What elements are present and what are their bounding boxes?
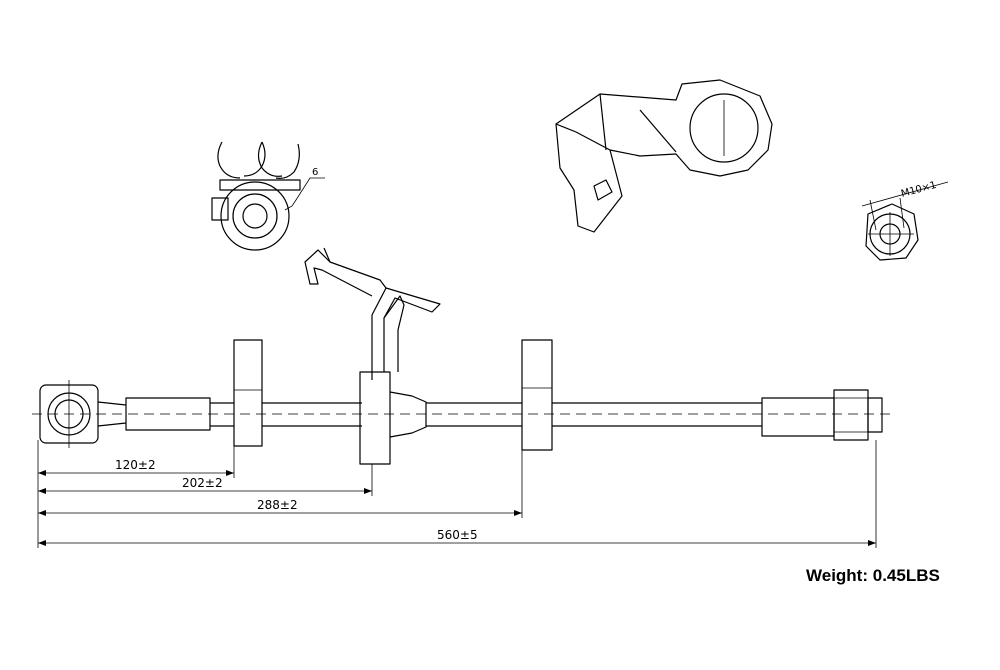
mounting-bracket	[304, 247, 441, 380]
clip-ring-1	[233, 339, 263, 447]
bracket-clip	[359, 371, 427, 465]
weight-value: 0.45LBS	[872, 566, 940, 585]
dim-120: 120±2	[115, 458, 156, 472]
clip-ring-2	[521, 339, 553, 451]
hose-clip-detail: 6	[211, 141, 325, 251]
weight-caption: Weight:	[806, 566, 869, 585]
hex-fitting-detail: M10×1	[861, 180, 949, 261]
dim-560: 560±5	[437, 528, 478, 542]
ring-bracket-detail	[555, 79, 773, 233]
clip-size-label: 6	[312, 167, 318, 178]
weight-label: Weight: 0.45LBS	[806, 566, 940, 586]
dimension-lines: 120±2 202±2 288±2 560±5	[37, 440, 877, 548]
dim-288: 288±2	[257, 498, 298, 512]
dim-202: 202±2	[182, 476, 223, 490]
crimp-sleeve-right	[761, 397, 835, 437]
hose-body	[210, 402, 762, 427]
brake-hose-assembly	[32, 339, 890, 465]
hex-nut	[833, 389, 883, 441]
thread-label: M10×1	[900, 180, 938, 200]
